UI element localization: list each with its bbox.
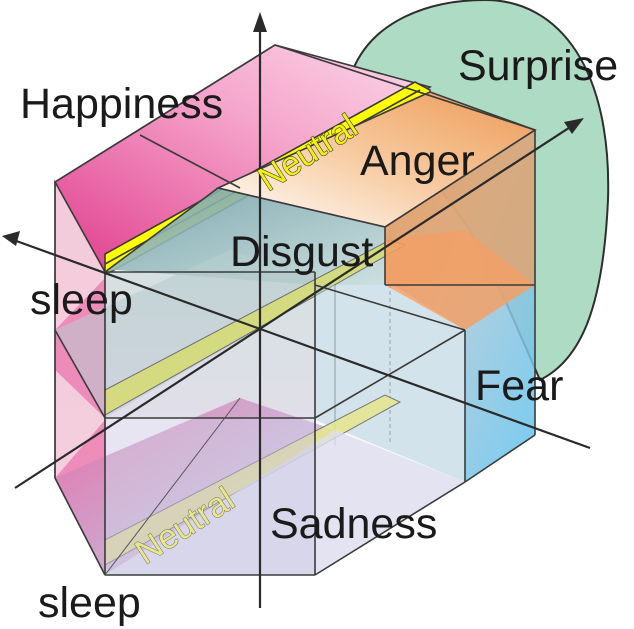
sadness-layer xyxy=(55,394,465,575)
sleep-lower-label: sleep xyxy=(38,579,141,627)
disgust-label: Disgust xyxy=(230,228,373,276)
fear-label: Fear xyxy=(475,362,563,410)
surprise-label: Surprise xyxy=(458,42,618,90)
happiness-label: Happiness xyxy=(20,80,223,128)
sadness-label: Sadness xyxy=(270,500,437,548)
prism-edges xyxy=(54,44,536,576)
axes xyxy=(2,12,591,608)
disgust-region xyxy=(105,188,385,285)
sleep-upper-label: sleep xyxy=(30,276,133,324)
anger-label: Anger xyxy=(360,137,475,185)
